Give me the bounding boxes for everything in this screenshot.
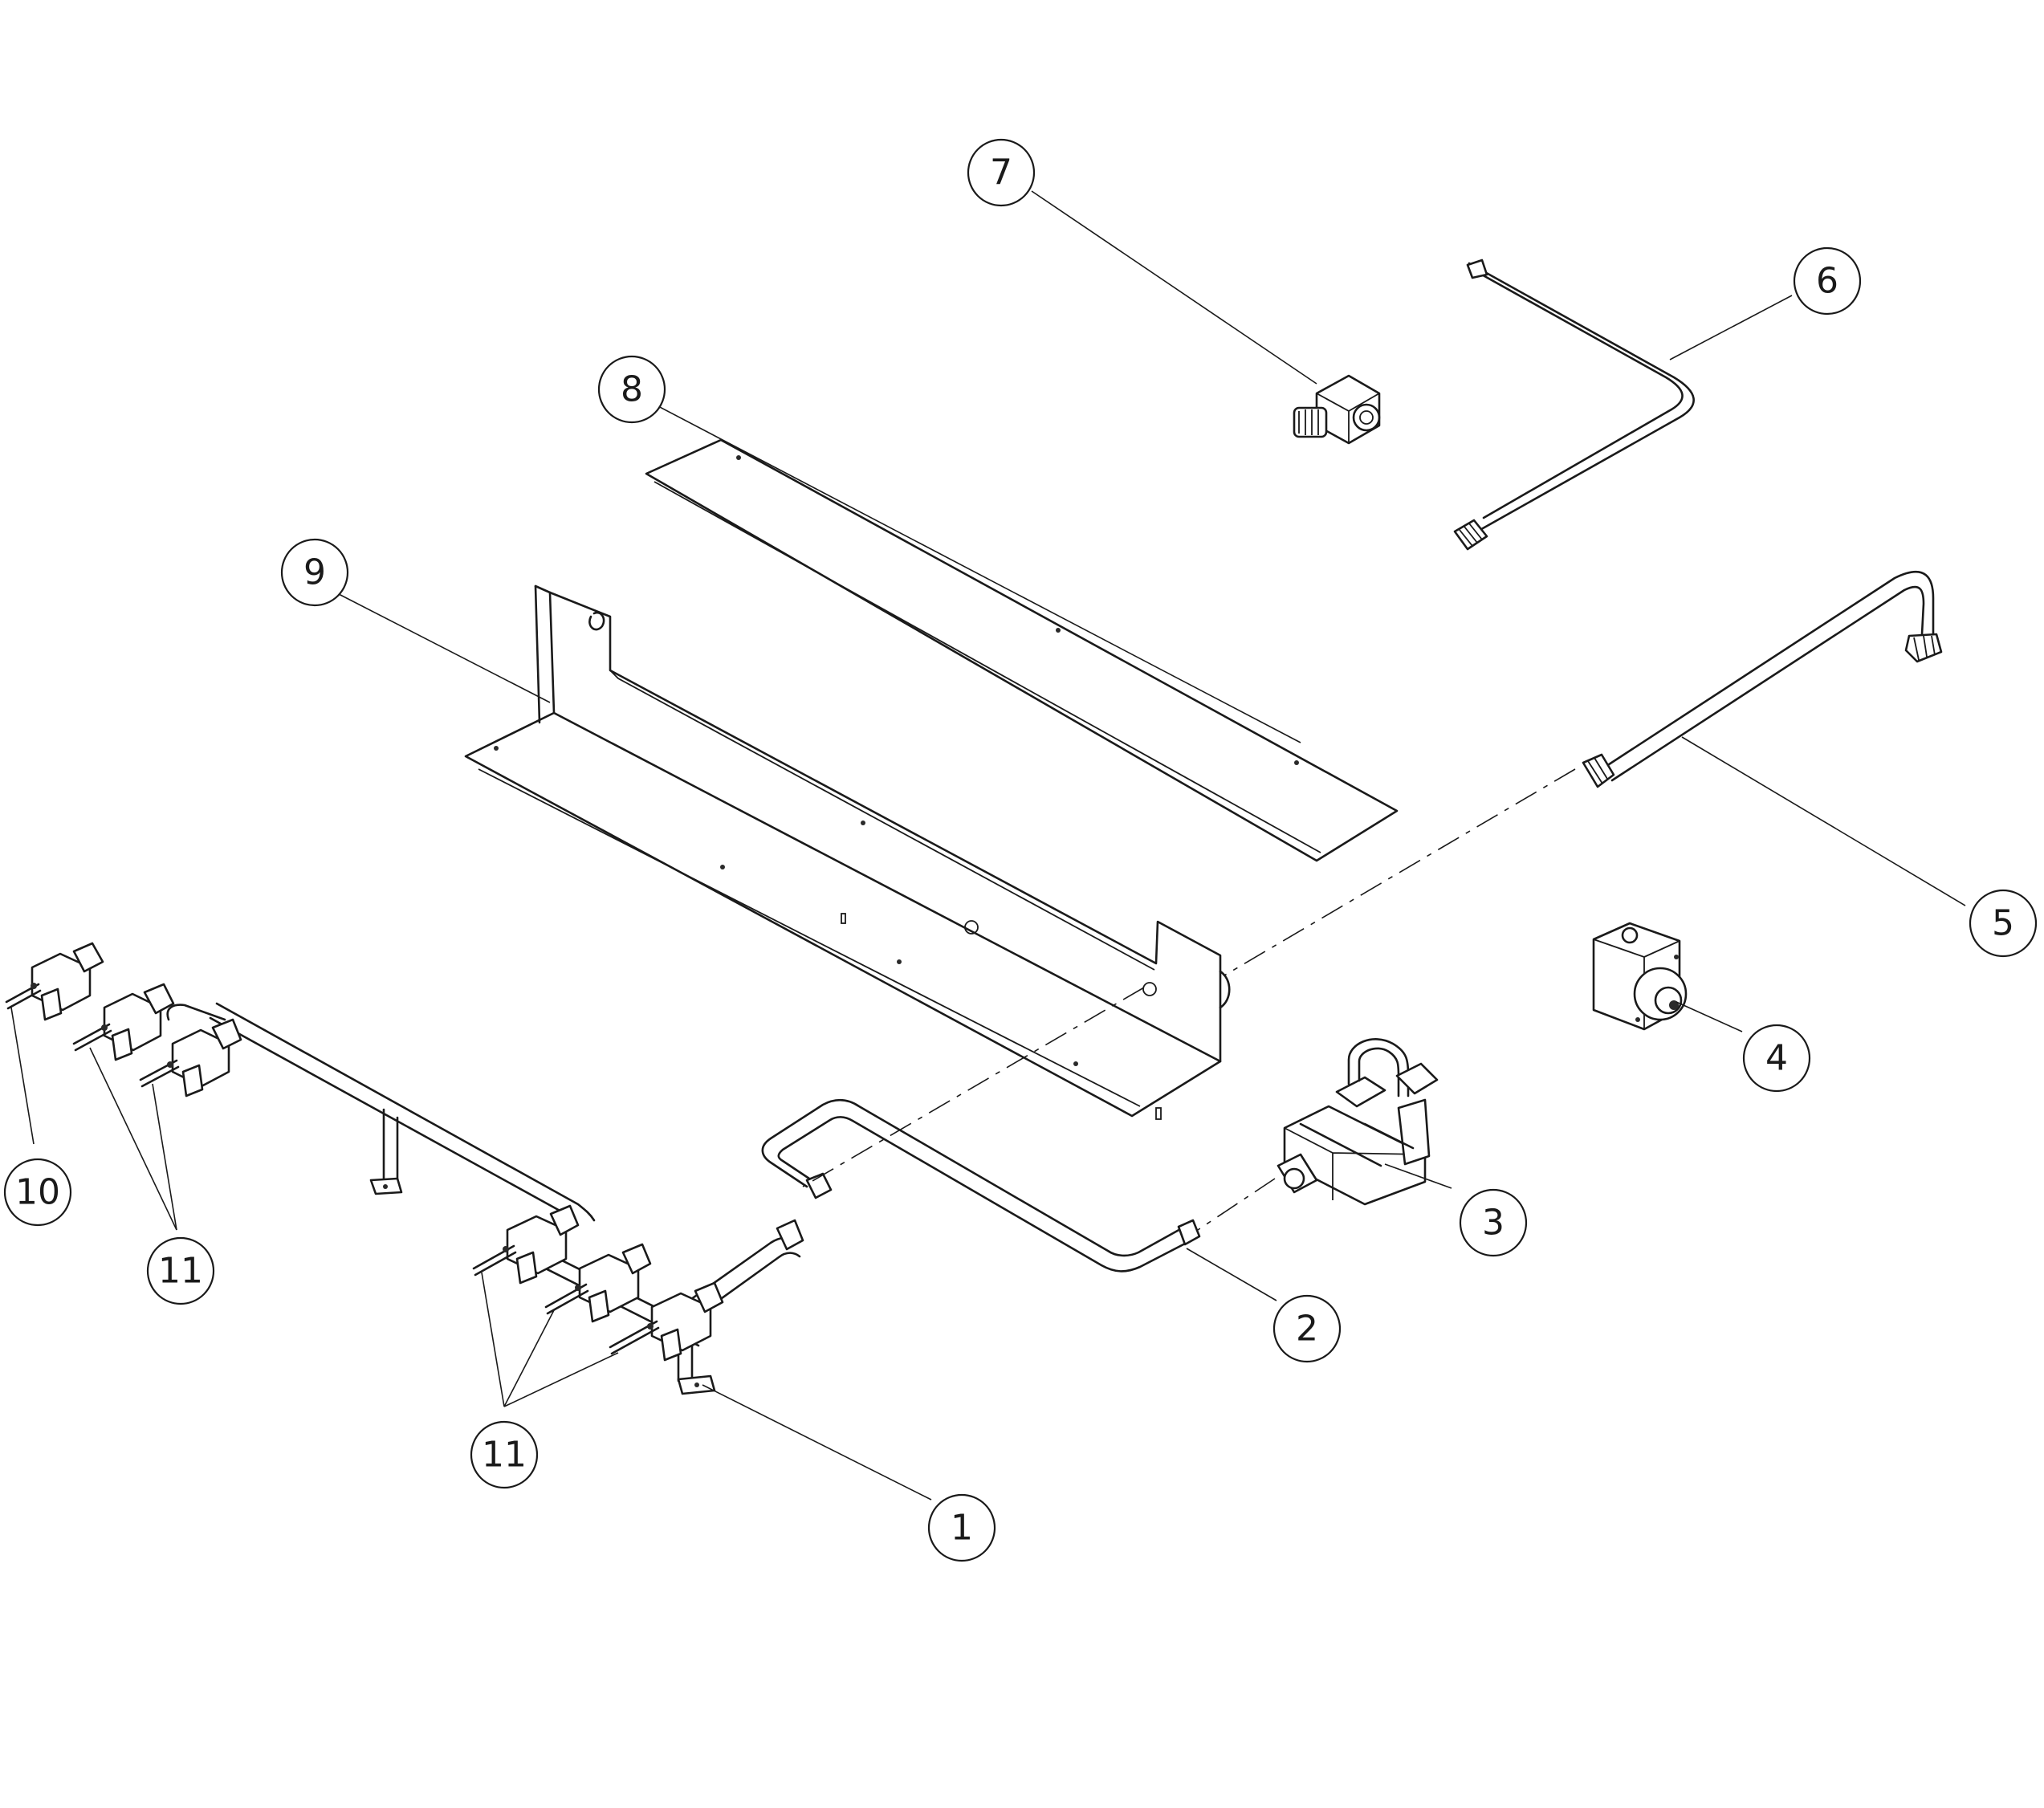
leader-9 [338, 593, 551, 703]
valve-upper-1 [5, 942, 104, 1021]
callout-11b: 11 [470, 1420, 539, 1489]
part-9-channel-bracket [464, 584, 1231, 1120]
leader-6 [1669, 295, 1793, 360]
part-1-manifold-assembly [5, 942, 804, 1395]
valve-upper-3 [139, 1018, 242, 1097]
centerline-tube-5 [1224, 768, 1576, 976]
callout-9-label: 9 [303, 552, 326, 593]
centerline-valve-3 [1197, 1178, 1276, 1231]
callout-10: 10 [3, 1158, 72, 1227]
callout-8-label: 8 [621, 369, 643, 410]
leader-4 [1676, 1001, 1743, 1032]
centerline-hose-2 [802, 987, 1145, 1187]
leader-11a-1 [89, 1047, 177, 1231]
callout-3-label: 3 [1482, 1203, 1504, 1244]
leader-8 [656, 405, 1301, 743]
callout-7-label: 7 [990, 153, 1012, 193]
callout-3: 3 [1459, 1188, 1528, 1257]
valve-lower-1 [472, 1204, 580, 1285]
valve-lower-2 [544, 1243, 652, 1323]
callout-7: 7 [967, 138, 1036, 207]
leader-11b-3 [503, 1352, 619, 1407]
callout-1: 1 [927, 1493, 996, 1562]
leader-2 [1186, 1248, 1277, 1301]
part-5-gas-tube [1582, 570, 1943, 788]
callout-6: 6 [1793, 246, 1862, 316]
callout-11a: 11 [146, 1236, 215, 1305]
callout-9: 9 [280, 538, 349, 607]
leader-11a-2 [152, 1083, 177, 1231]
callout-1-label: 1 [951, 1508, 973, 1549]
leader-11b-1 [481, 1272, 505, 1407]
leader-5 [1681, 736, 1966, 906]
callout-10-label: 10 [15, 1172, 60, 1213]
callout-11a-label: 11 [158, 1251, 203, 1292]
part-8-flat-plate [645, 438, 1399, 862]
leader-10 [10, 1007, 35, 1145]
part-6-bent-tube [1453, 259, 1695, 551]
callout-6-label: 6 [1816, 261, 1838, 302]
callout-5-label: 5 [1992, 903, 2014, 944]
leader-1 [702, 1384, 932, 1501]
leader-3 [1384, 1163, 1452, 1189]
leader-lines [10, 190, 1966, 1501]
valve-lower-3 [609, 1281, 724, 1362]
part-3-gas-valve [1276, 1038, 1439, 1206]
callout-2: 2 [1272, 1294, 1342, 1363]
callout-2-label: 2 [1296, 1309, 1318, 1350]
leader-7 [1031, 190, 1317, 385]
callout-4: 4 [1742, 1024, 1811, 1093]
valve-upper-2 [72, 983, 175, 1061]
part-2-bent-tube [761, 1098, 1201, 1273]
callout-4-label: 4 [1765, 1038, 1788, 1079]
part-7-elbow-fitting [1293, 374, 1381, 445]
part-4-regulator [1592, 922, 1688, 1031]
callout-8: 8 [597, 355, 666, 424]
callout-5: 5 [1969, 889, 2038, 958]
callout-11b-label: 11 [482, 1435, 527, 1476]
leader-11b-2 [503, 1309, 555, 1407]
